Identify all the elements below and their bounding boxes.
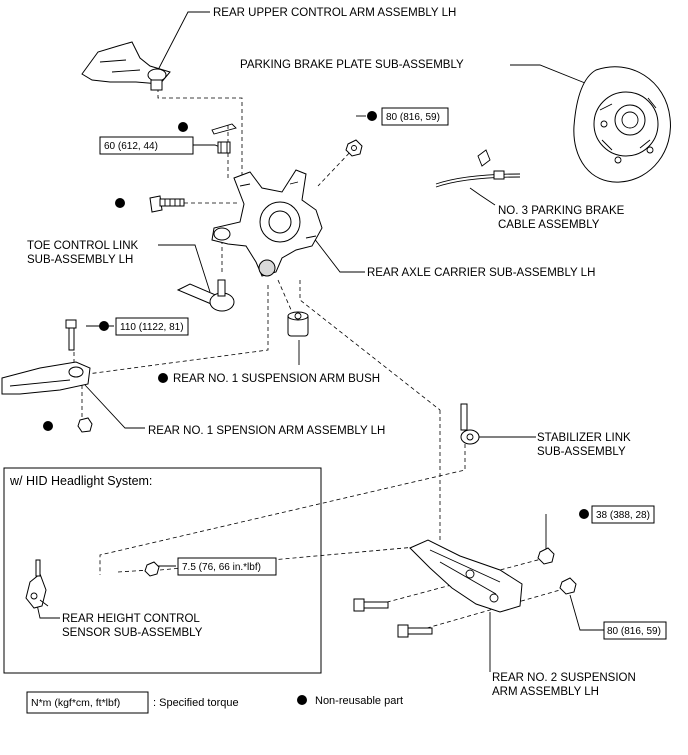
- label-bush: REAR NO. 1 SUSPENSION ARM BUSH: [173, 373, 380, 385]
- label-no2-arm-1: REAR NO. 2 SUSPENSION: [492, 672, 636, 684]
- label-height-sensor-2: SENSOR SUB-ASSEMBLY: [62, 627, 203, 639]
- torque-box-sensor: 7.5 (76, 66 in.*lbf): [177, 557, 277, 576]
- leader-lines: [35, 11, 604, 672]
- cotter-pin: [211, 123, 237, 135]
- torque-box-38: 38 (388, 28): [591, 505, 655, 524]
- castle-nut-60: [217, 141, 231, 154]
- suspension-arm-bush: [287, 311, 309, 337]
- legend: N*m (kgf*cm, ft*lbf) : Specified torque …: [26, 691, 403, 714]
- no1-arm-nut: [77, 417, 93, 433]
- label-brake-cable-1: NO. 3 PARKING BRAKE: [498, 205, 625, 217]
- label-height-sensor-1: REAR HEIGHT CONTROL: [62, 613, 200, 625]
- bolt-110: [65, 319, 77, 351]
- no2-arm-bolt-upper: [353, 598, 389, 612]
- legend-torque-unit: N*m (kgf*cm, ft*lbf): [31, 697, 120, 709]
- parking-brake-cable: [435, 149, 521, 188]
- torque-box-80-top: 80 (816, 59): [381, 107, 449, 126]
- nut-38: [537, 547, 555, 565]
- label-no1-arm: REAR NO. 1 SPENSION ARM ASSEMBLY LH: [148, 425, 385, 437]
- label-toe-link-1: TOE CONTROL LINK: [27, 240, 139, 252]
- assembly-dashed-lines: [73, 88, 561, 631]
- no1-suspension-arm: [1, 361, 91, 395]
- label-brake-plate: PARKING BRAKE PLATE SUB-ASSEMBLY: [240, 59, 464, 71]
- legend-specified-torque: : Specified torque: [153, 697, 239, 709]
- label-axle-carrier: REAR AXLE CARRIER SUB-ASSEMBLY LH: [367, 267, 595, 279]
- label-stab-link-2: SUB-ASSEMBLY: [537, 446, 626, 458]
- torque-38-text: 38 (388, 28): [596, 510, 650, 521]
- no2-arm-bolt-lower: [397, 624, 433, 638]
- inset-title: w/ HID Headlight System:: [9, 474, 152, 488]
- non-reusable-part-dot-icon: [43, 111, 589, 705]
- torque-80-top-text: 80 (816, 59): [386, 112, 440, 123]
- label-toe-link-2: SUB-ASSEMBLY LH: [27, 254, 133, 266]
- label-brake-cable-2: CABLE ASSEMBLY: [498, 219, 600, 231]
- torque-box-80-bottom: 80 (816, 59): [603, 621, 667, 640]
- torque-60-text: 60 (612, 44): [104, 141, 158, 152]
- parking-brake-plate: [573, 66, 671, 183]
- toe-control-link: [176, 279, 235, 312]
- legend-non-reusable: Non-reusable part: [315, 695, 403, 707]
- stabilizer-link: [460, 403, 480, 445]
- torque-box-60: 60 (612, 44): [99, 136, 194, 155]
- label-no2-arm-2: ARM ASSEMBLY LH: [492, 686, 599, 698]
- torque-sensor-text: 7.5 (76, 66 in.*lbf): [182, 562, 261, 573]
- carrier-upper-bolt: [149, 195, 185, 213]
- no2-suspension-arm: [409, 539, 523, 613]
- rear-axle-carrier: [211, 169, 323, 277]
- torque-box-110: 110 (1122, 81): [115, 317, 189, 336]
- torque-80-bottom-text: 80 (816, 59): [607, 626, 661, 637]
- sensor-nut: [144, 561, 160, 577]
- nut-80-top: [345, 139, 363, 157]
- upper-control-arm: [81, 41, 171, 91]
- label-stab-link-1: STABILIZER LINK: [537, 432, 631, 444]
- nut-80-bottom: [559, 577, 577, 595]
- height-control-sensor: [25, 559, 49, 609]
- label-upper-arm: REAR UPPER CONTROL ARM ASSEMBLY LH: [213, 7, 456, 19]
- torque-110-text: 110 (1122, 81): [120, 322, 184, 333]
- inset-box: [3, 467, 322, 674]
